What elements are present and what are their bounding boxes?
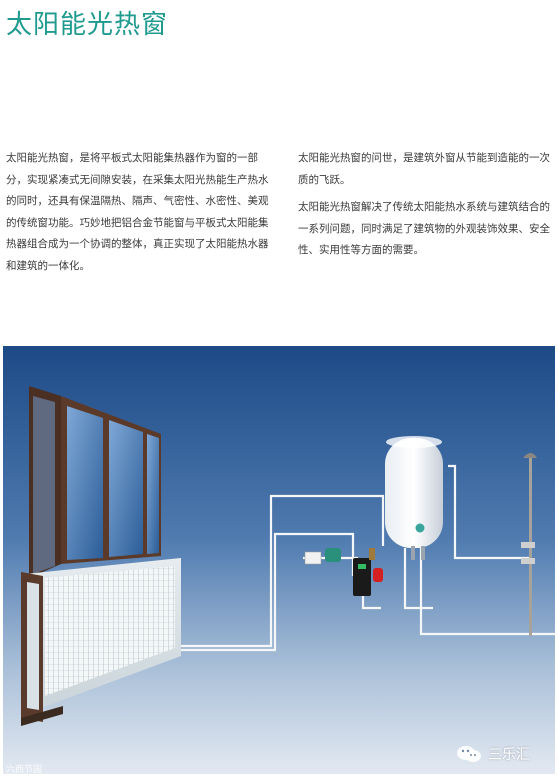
wechat-icon (456, 744, 482, 764)
left-text-column: 太阳能光热窗，是将平板式太阳能集热器作为窗的一部分，实现紧凑式无间隙安装，在采集… (6, 148, 270, 283)
water-heater-tank (385, 436, 443, 560)
right-text-column: 太阳能光热窗的问世，是建筑外窗从节能到造能的一次质的飞跃。 太阳能光热窗解决了传… (298, 148, 556, 268)
watermark-left: 六西节国 (6, 765, 43, 775)
pump (304, 548, 341, 565)
brand-watermark: 三乐汇 (456, 742, 530, 766)
right-paragraph-2: 太阳能光热窗解决了传统太阳能热水系统与建筑结合的一系列问题，同时满足了建筑物的外… (298, 201, 550, 256)
shower (521, 453, 537, 636)
solar-window-illustration (3, 346, 555, 774)
solar-window (21, 386, 181, 726)
brand-label: 三乐汇 (488, 747, 530, 763)
page-title: 太阳能光热窗 (6, 10, 169, 40)
controller-unit (353, 548, 383, 596)
left-paragraph-1: 太阳能光热窗，是将平板式太阳能集热器作为窗的一部分，实现紧凑式无间隙安装，在采集… (6, 152, 269, 272)
right-paragraph-1: 太阳能光热窗的问世，是建筑外窗从节能到造能的一次质的飞跃。 (298, 152, 550, 186)
pipes (178, 464, 555, 652)
